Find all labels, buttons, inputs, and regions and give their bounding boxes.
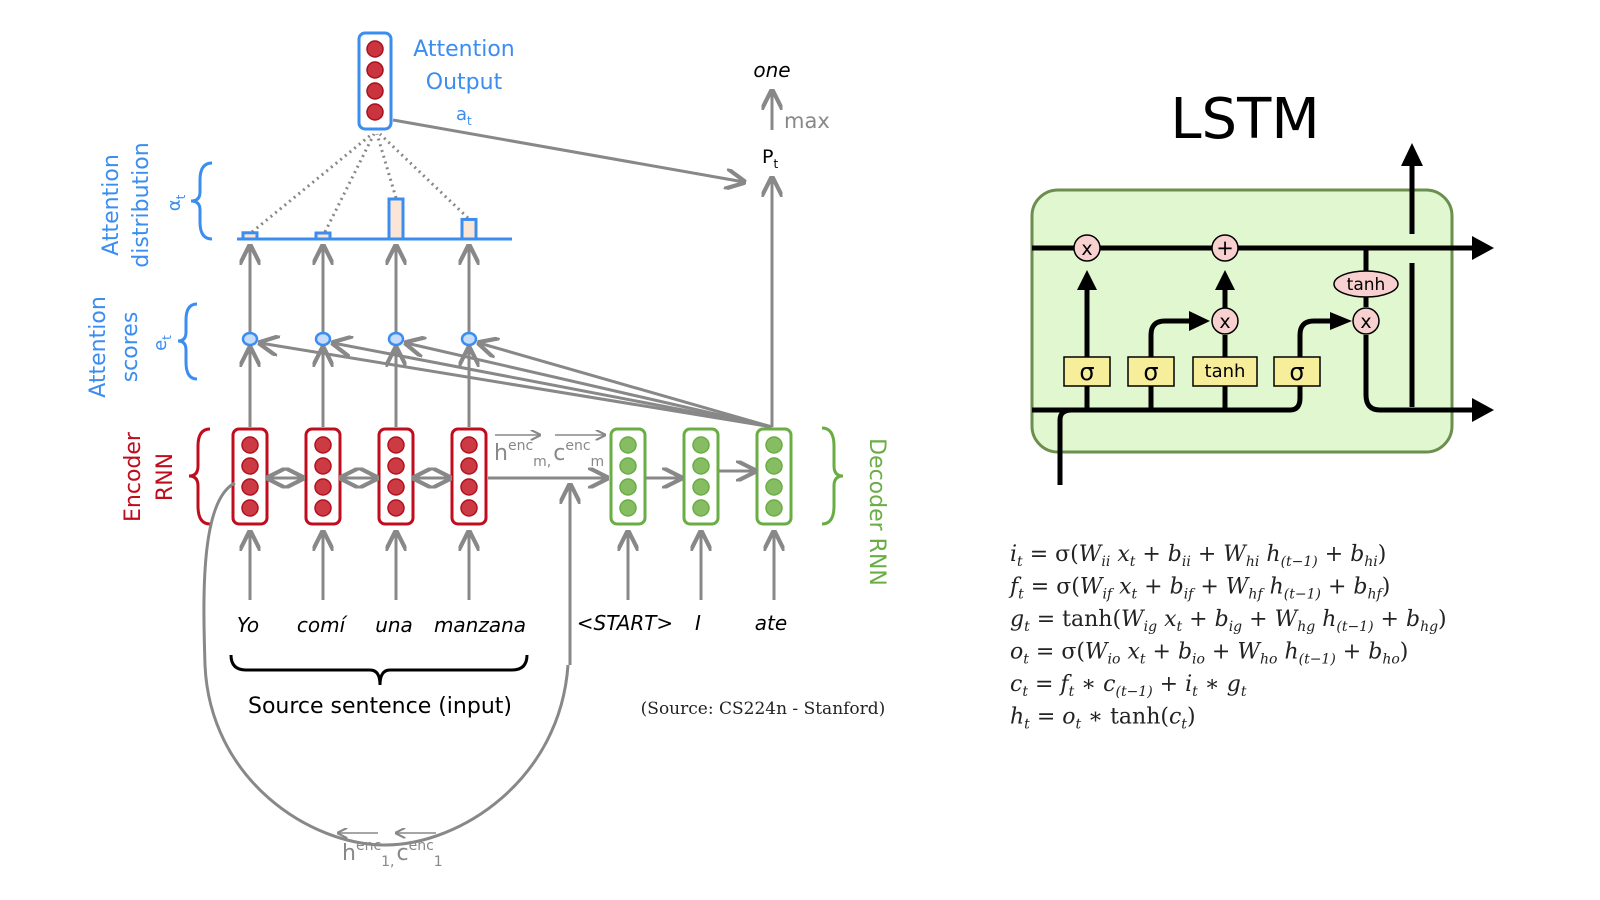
encoder-label-2: RNN (153, 453, 178, 501)
source-sentence-brace (229, 654, 529, 686)
attention-output-title-1: Attention (413, 37, 515, 62)
lstm-equation: gt = tanh(Wig​ xt​ + big​ + Whg​ h(t−1)​… (1010, 607, 1447, 635)
attention-distribution-brace (190, 161, 213, 241)
svg-text:tanh: tanh (1205, 361, 1246, 382)
lstm-cell (1030, 188, 1454, 454)
lstm-equations: it = σ(Wii​ xt​ + bii​ + Whi​ h(t−1)​ + … (1008, 542, 1447, 733)
lstm-diagram: LSTM σ σ tanh σ x (1030, 87, 1494, 485)
decoder-score-link (406, 343, 773, 429)
lstm-equation: ct = ft​ ∗ c(t−1)​ + it​ ∗ gt​ (1010, 672, 1247, 700)
svg-text:+: + (1216, 236, 1234, 260)
lstm-title: LSTM (1170, 87, 1319, 152)
svg-text:x: x (1081, 238, 1092, 260)
encoder-column (231, 246, 269, 600)
attention-bar (314, 231, 332, 241)
attention-score-node (387, 331, 405, 347)
encoder-column (304, 246, 342, 600)
attention-scores-label-1: Attention (86, 296, 111, 398)
final-hidden-state-label: hencm,cencm (494, 435, 605, 470)
svg-text:tanh: tanh (1347, 275, 1386, 295)
attention-scores-symbol: et (150, 335, 174, 351)
initial-hidden-state-label: henc1,cenc1 (338, 833, 443, 870)
svg-text:σ: σ (1289, 358, 1304, 386)
source-sentence-caption: Source sentence (input) (248, 694, 512, 719)
lstm-equation: ft = σ(Wif​ xt​ + bif​ + Whf​ h(t−1)​ + … (1008, 575, 1390, 603)
decoder-column (755, 427, 793, 600)
hidden-out-arrow (1472, 398, 1494, 422)
attention-diagram: Attention Output at Attention distributi… (86, 31, 889, 870)
decoder-column (609, 427, 647, 600)
decoder-column (682, 427, 720, 600)
source-credit: (Source: CS224n - Stanford) (641, 699, 886, 719)
decoder-score-link (260, 343, 773, 429)
encoder-loop-curve (202, 481, 570, 847)
attention-distribution-label-2: distribution (129, 142, 154, 267)
op-input-mult: x (1211, 307, 1239, 335)
encoder-brace (188, 427, 211, 526)
source-word: Yo (237, 613, 259, 637)
max-label: max (784, 109, 830, 133)
attention-output-symbol: at (456, 104, 472, 128)
hidden-input-path (1057, 318, 1336, 485)
source-word: manzana (434, 613, 526, 637)
svg-text:x: x (1219, 311, 1230, 333)
sigmoid-gate: σ (1127, 356, 1175, 387)
target-word: ate (755, 611, 787, 635)
encoder-column (377, 246, 415, 600)
source-words: Yo comí una manzana (237, 613, 526, 637)
op-output-tanh: tanh (1333, 270, 1399, 298)
target-word: <START> (577, 611, 673, 635)
svg-text:henc1,cenc1: henc1,cenc1 (342, 838, 443, 870)
attention-scores-label-2: scores (118, 312, 143, 383)
attention-distribution-bars (241, 197, 478, 241)
output-word: one (753, 58, 790, 82)
attention-score-node (241, 331, 259, 347)
decoder-hidden-vector (682, 427, 720, 526)
lstm-equation: it = σ(Wii​ xt​ + bii​ + Whi​ h(t−1)​ + … (1010, 542, 1386, 570)
attention-output-vector (357, 31, 393, 131)
decoder-hidden-vector (609, 427, 647, 526)
attention-scores-brace (177, 302, 198, 381)
target-word: I (695, 611, 701, 635)
svg-text:σ: σ (1079, 358, 1094, 386)
source-word: una (375, 613, 413, 637)
decoder-brace (821, 426, 844, 526)
lstm-equation: ot = σ(Wio​ xt​ + bio​ + Who​ h(t−1)​ + … (1010, 640, 1408, 668)
svg-text:hencm,cencm: hencm,cencm (494, 438, 604, 470)
attention-score-node (460, 331, 478, 347)
decoder-score-link (479, 343, 773, 429)
encoder-columns (231, 246, 488, 600)
output-probability: Pt (762, 146, 778, 171)
attention-output-title-2: Output (426, 70, 503, 95)
tanh-layer: tanh (1192, 356, 1258, 387)
hidden-up-arrow (1401, 143, 1423, 166)
svg-text:σ: σ (1143, 358, 1158, 386)
attention-distribution-symbol: αt (164, 194, 188, 211)
cell-state-out-arrow (1472, 236, 1494, 260)
attention-bar (460, 217, 478, 241)
encoder-label-1: Encoder (121, 431, 146, 522)
encoder-column (450, 246, 488, 600)
attention-bar (387, 197, 405, 241)
attention-weight-links (251, 132, 470, 234)
op-forget-mult: x (1073, 234, 1101, 262)
svg-text:x: x (1360, 311, 1371, 333)
decoder-columns (609, 427, 793, 600)
decoder-score-links (260, 343, 773, 429)
sigmoid-gate: σ (1273, 356, 1321, 387)
source-word: comí (297, 613, 348, 637)
op-output-mult: x (1352, 307, 1380, 335)
sigmoid-gate: σ (1063, 356, 1111, 387)
attention-bar (241, 231, 259, 241)
op-cell-add: + (1211, 234, 1239, 262)
decoder-label: Decoder RNN (864, 438, 889, 586)
attention-score-node (314, 331, 332, 347)
lstm-equation: ht = ot​ ∗ tanh(ct​) (1010, 705, 1196, 733)
decoder-score-link (333, 343, 773, 429)
attention-distribution-label-1: Attention (99, 154, 124, 256)
attention-to-output-arrow (392, 118, 744, 182)
lstm-gates: σ σ tanh σ (1063, 356, 1321, 387)
